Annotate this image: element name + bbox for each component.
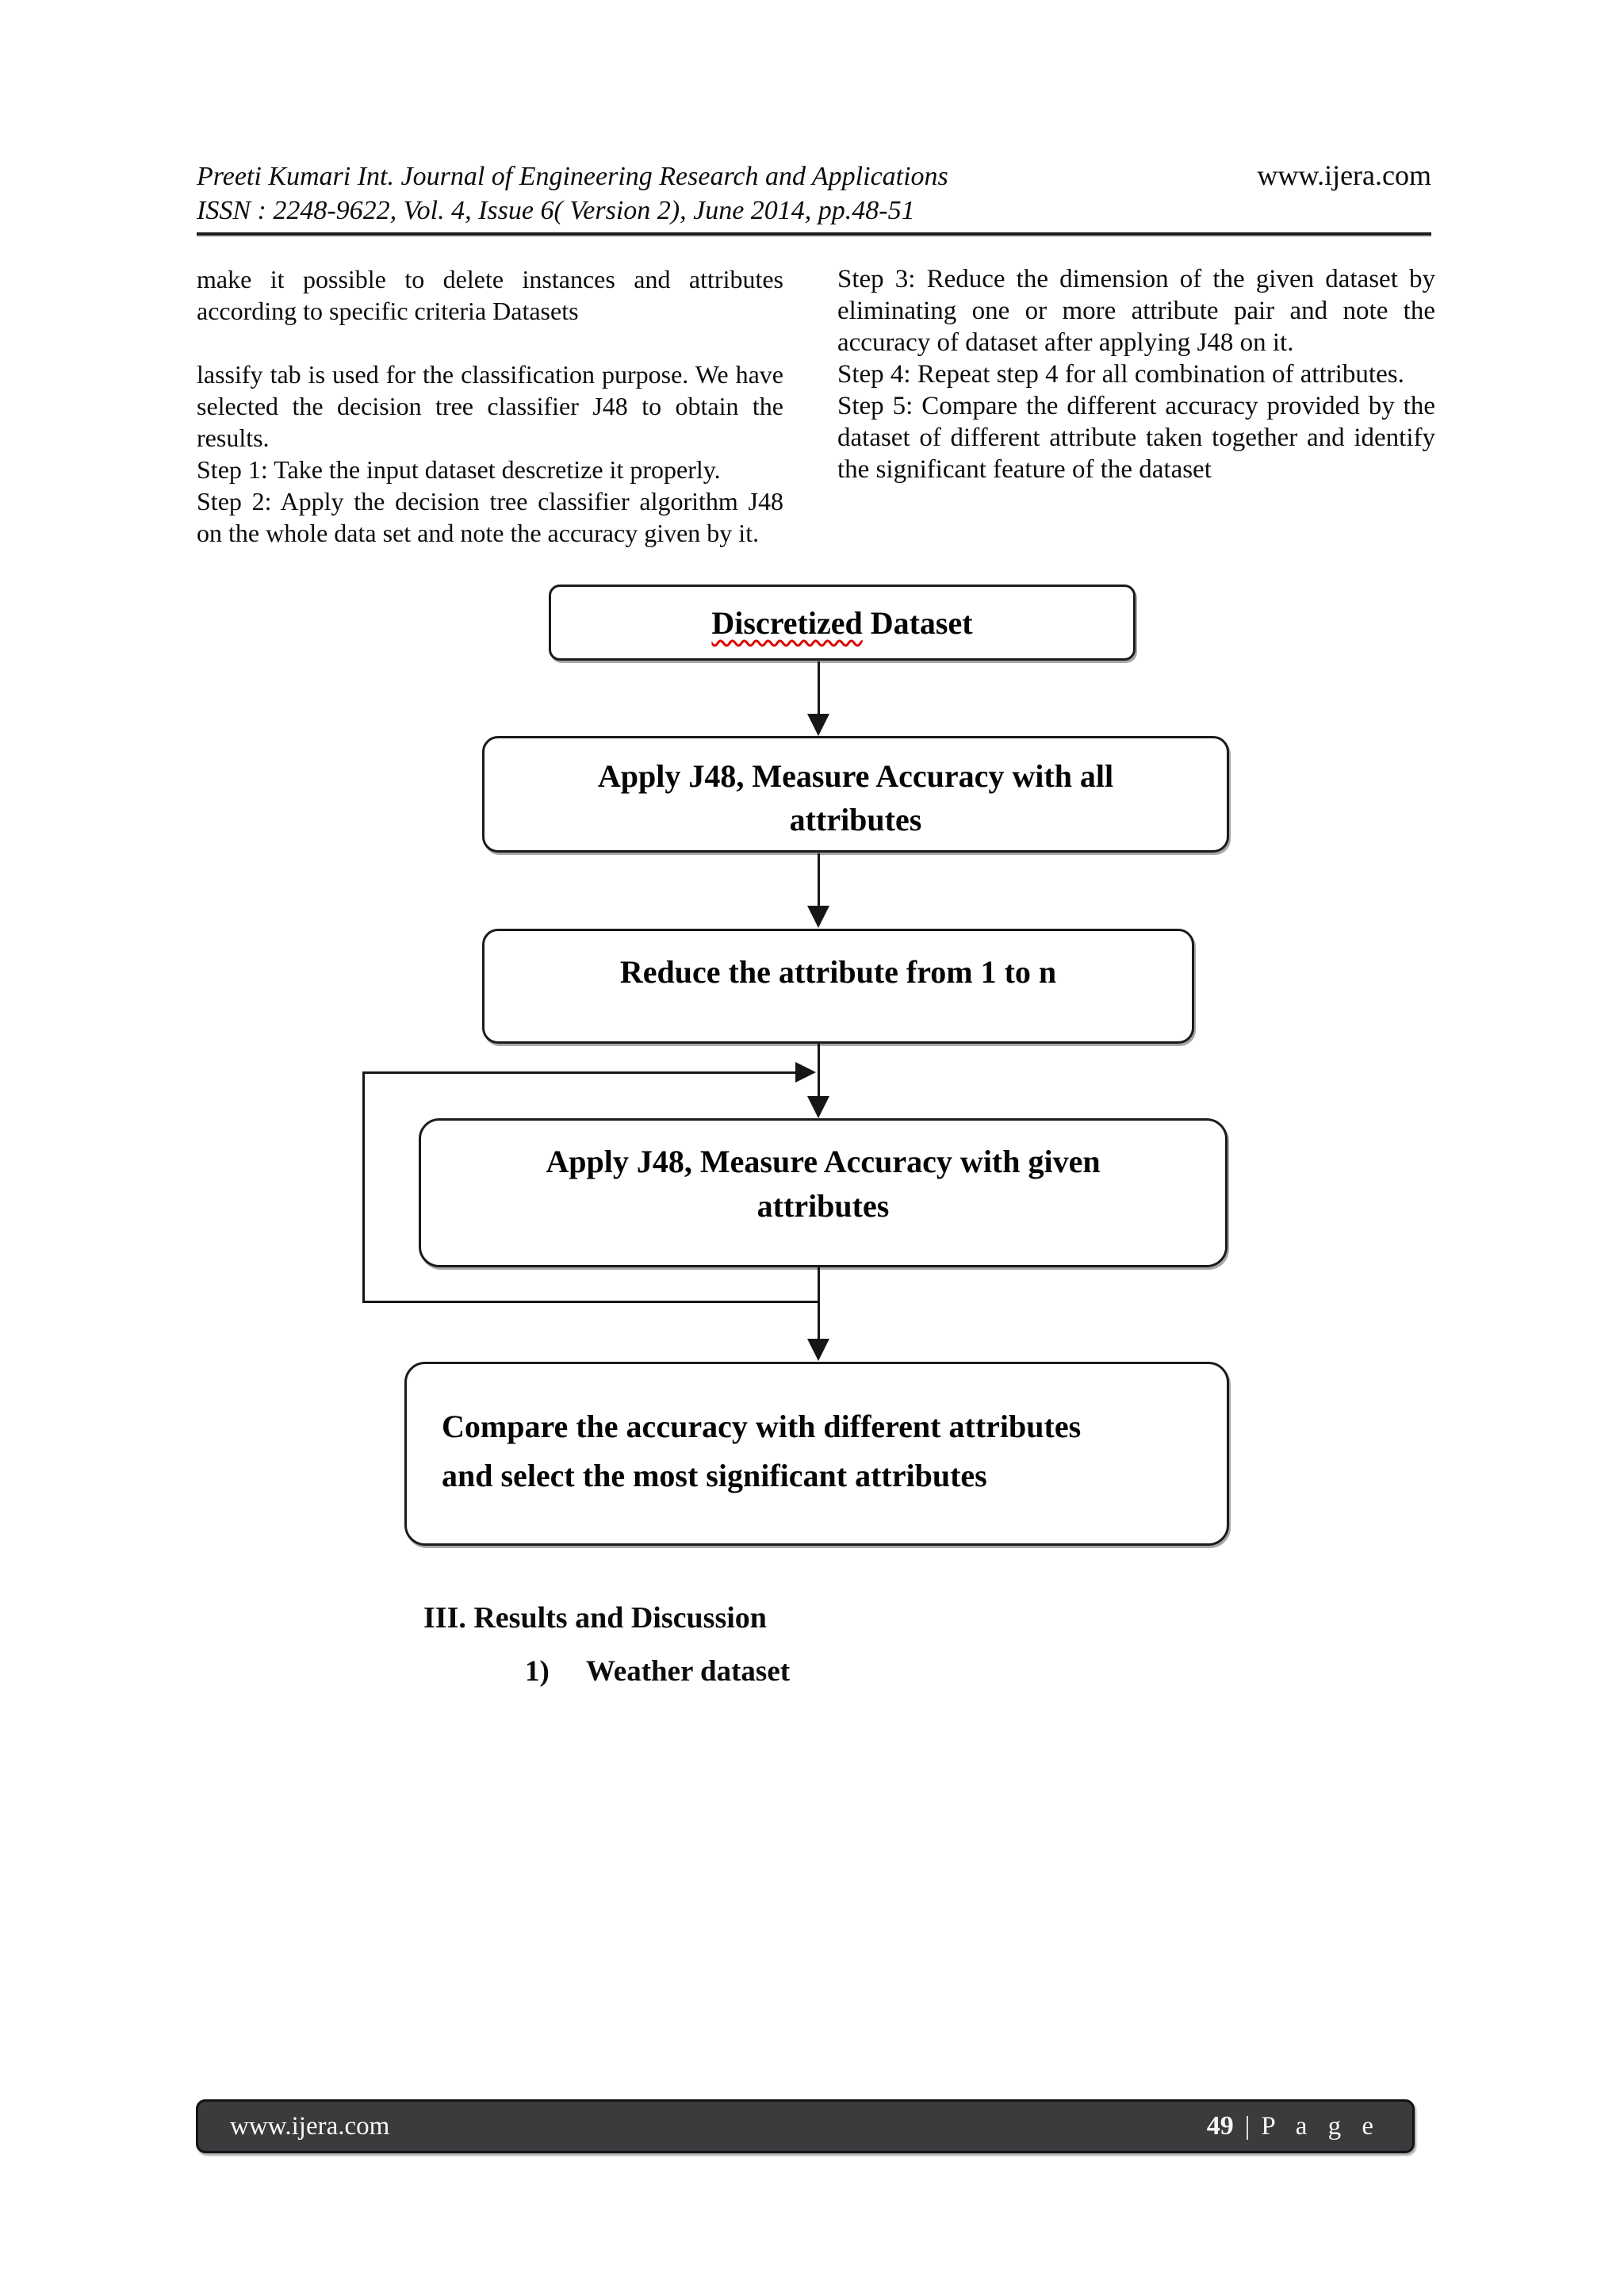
connector-box1-box2	[818, 661, 820, 715]
flowchart-box3-line1: Reduce the attribute from 1 to n	[619, 954, 1057, 990]
footer-website: www.ijera.com	[230, 2111, 390, 2141]
paragraph-intro: make it possible to delete instances and…	[197, 265, 783, 325]
subitem-number: 1)	[525, 1655, 550, 1688]
section-heading: III. Results and Discussion	[423, 1601, 767, 1635]
flowchart-box5-line2: and select the most significant attribut…	[442, 1458, 987, 1493]
arrowhead-down-box2	[807, 714, 829, 736]
page-header: Preeti Kumari Int. Journal of Engineerin…	[197, 159, 1431, 192]
journal-title: Preeti Kumari Int. Journal of Engineerin…	[197, 162, 948, 191]
feedback-loop-top-line	[362, 1071, 795, 1074]
connector-box2-box3	[818, 853, 820, 906]
arrowhead-down-box5	[807, 1339, 829, 1361]
right-column: Step 3: Reduce the dimension of the give…	[837, 263, 1435, 485]
flowchart-box-apply-j48-given-attributes: Apply J48, Measure Accuracy with given a…	[419, 1118, 1228, 1267]
flowchart-box-discretized-dataset: Discretized Dataset	[549, 585, 1136, 661]
issn-line: ISSN : 2248-9622, Vol. 4, Issue 6( Versi…	[197, 196, 915, 225]
footer-page-info: 49 | P a g e	[1207, 2111, 1381, 2141]
paragraph-step5: Step 5: Compare the different accuracy p…	[837, 392, 1435, 484]
journal-website: www.ijera.com	[1257, 159, 1431, 191]
arrowhead-down-box3	[807, 906, 829, 928]
left-column: make it possible to delete instances and…	[197, 263, 783, 549]
subitem-label: Weather dataset	[585, 1655, 791, 1688]
flowchart-box4-line2: attributes	[756, 1188, 890, 1224]
footer-page-number: 49	[1206, 2111, 1234, 2141]
paragraph-step4: Step 4: Repeat step 4 for all combinatio…	[837, 360, 1404, 389]
header-rule	[197, 232, 1431, 236]
paragraph-step1: Step 1: Take the input dataset descretiz…	[197, 455, 721, 484]
arrowhead-right-feedback	[795, 1062, 816, 1083]
flowchart-box-reduce-attribute: Reduce the attribute from 1 to n	[482, 929, 1194, 1044]
paragraph-classify: lassify tab is used for the classificati…	[197, 360, 783, 452]
flowchart-box2-line2: attributes	[789, 802, 922, 838]
feedback-loop-bottom-line	[362, 1301, 820, 1303]
feedback-loop-left-line	[362, 1071, 365, 1303]
flowchart-box5-line1: Compare the accuracy with different attr…	[442, 1409, 1082, 1444]
arrowhead-down-box4	[807, 1096, 829, 1118]
connector-box3-box4	[818, 1044, 820, 1098]
footer-page-word: P a g e	[1261, 2112, 1381, 2141]
section-subitem: 1) Weather dataset	[525, 1654, 790, 1688]
flowchart-box1-label: Discretized Dataset	[711, 604, 973, 641]
paragraph-step2: Step 2: Apply the decision tree classifi…	[197, 487, 783, 547]
footer-bar: www.ijera.com 49 | P a g e	[196, 2099, 1415, 2153]
flowchart-box-compare-accuracy: Compare the accuracy with different attr…	[404, 1362, 1229, 1546]
flowchart-box-apply-j48-all-attributes: Apply J48, Measure Accuracy with all att…	[482, 736, 1229, 853]
flowchart-box4-line1: Apply J48, Measure Accuracy with given	[546, 1144, 1101, 1179]
connector-box4-box5	[818, 1267, 820, 1340]
footer-divider: |	[1244, 2112, 1251, 2141]
flowchart-box2-line1: Apply J48, Measure Accuracy with all	[597, 758, 1114, 794]
paragraph-step3: Step 3: Reduce the dimension of the give…	[837, 265, 1435, 357]
